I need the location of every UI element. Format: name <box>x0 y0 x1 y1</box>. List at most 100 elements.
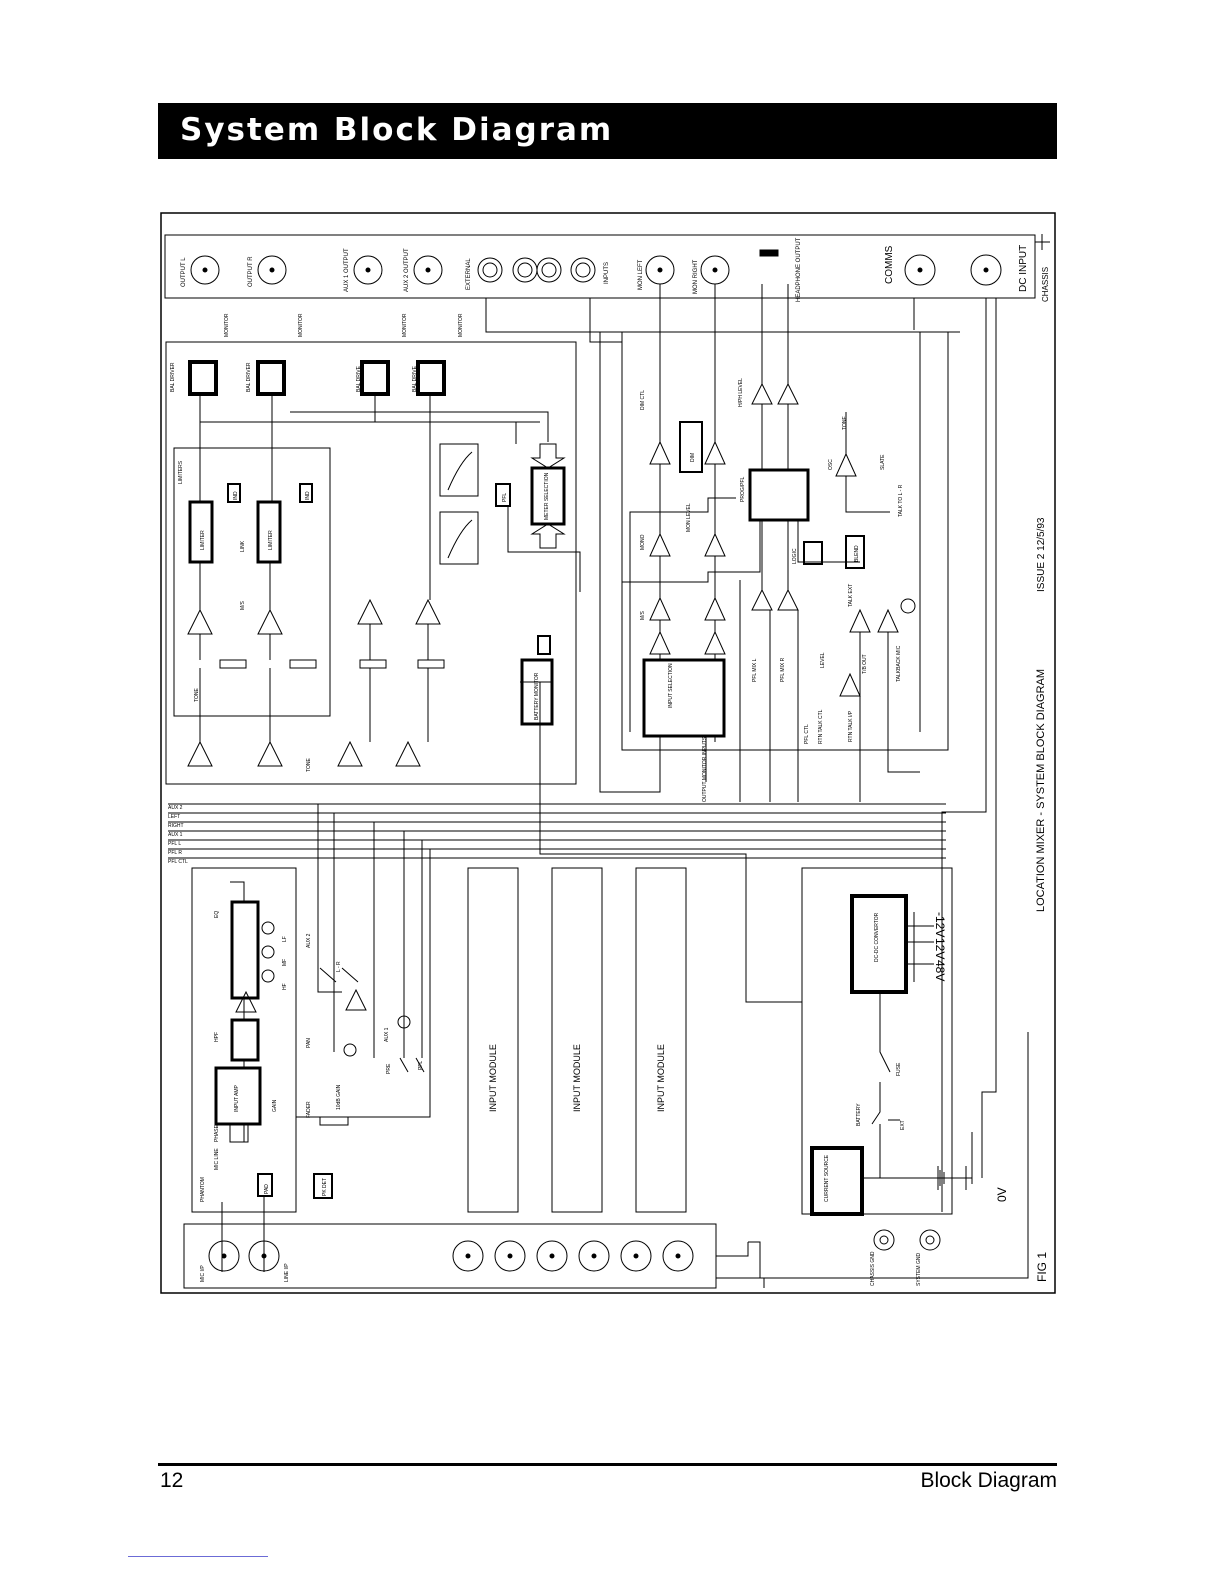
label-logic: LOGIC <box>792 548 798 564</box>
power-section <box>801 867 953 1215</box>
pad-block <box>257 1173 273 1197</box>
label-limiters: LIMITERS <box>178 460 184 484</box>
label-aux2-output: AUX 2 OUTPUT <box>404 248 410 292</box>
label-fuse: FUSE <box>896 1062 902 1076</box>
label-aux1-output: AUX 1 OUTPUT <box>344 248 350 292</box>
input-connectors <box>208 1240 694 1272</box>
fader-pot <box>319 1116 349 1126</box>
footer-rule <box>158 1463 1057 1466</box>
label-dc-dc: DC-DC CONVERTOR <box>874 912 880 962</box>
bus-label-6: PFL R <box>168 850 182 856</box>
label-monitor-1: MONITOR <box>224 313 230 337</box>
system-block-diagram: OUTPUT L OUTPUT R AUX 1 OUTPUT AUX 2 OUT… <box>160 212 1056 1294</box>
label-blend: BLEND <box>854 545 860 562</box>
bus-lines <box>168 803 946 859</box>
label-input-amp: INPUT AMP <box>234 1084 240 1112</box>
label-talk-to: TALK TO L - R <box>898 484 904 517</box>
label-phantom: PHANTOM <box>200 1177 206 1202</box>
label-output-monitor-inputs: OUTPUT MONITOR INPUTS <box>702 736 708 802</box>
ground-terminals <box>873 1229 941 1251</box>
label-tone-1: TONE <box>194 688 200 702</box>
input-module-label-2: INPUT MODULE <box>572 1044 582 1112</box>
label-mon-right: MON RIGHT <box>693 259 699 294</box>
label-tone-2: TONE <box>306 758 312 772</box>
label-hpf: HPF <box>214 1032 220 1042</box>
label-pfl-block: PFL <box>502 493 508 502</box>
input-modules <box>467 867 687 1213</box>
label-bal-driver-r: BAL DRIVER <box>246 362 252 392</box>
bus-label-7: PFL CTL <box>168 859 188 865</box>
battery-monitor <box>520 658 554 726</box>
limiters-box <box>173 447 331 717</box>
label-monitor-4: MONITOR <box>458 313 464 337</box>
label-slate: SLATE <box>880 454 886 470</box>
label-v-48: 48V <box>933 960 947 981</box>
input-channel <box>191 867 297 1213</box>
diagram-caption: LOCATION MIXER - SYSTEM BLOCK DIAGRAM <box>1035 669 1047 912</box>
label-ms-2: M/S <box>640 610 646 620</box>
label-v-neg12: -12V <box>933 912 947 937</box>
label-dc-input: DC INPUT <box>1018 245 1029 292</box>
dc-dc-converter <box>850 894 908 994</box>
output-connectors <box>190 249 1002 286</box>
bal-drivers <box>188 360 446 396</box>
label-link: LINK <box>240 540 246 552</box>
label-output-r: OUTPUT R <box>248 256 254 287</box>
label-pk-det: PK DET <box>322 1178 328 1196</box>
meter-1 <box>439 443 479 497</box>
label-bal-drive-a2: BAL DRIVE <box>412 365 418 392</box>
talkback-mic-symbol <box>900 598 916 614</box>
label-level: LEVEL <box>820 652 826 668</box>
bus-label-3: RIGHT <box>168 823 184 829</box>
label-mic-ip: MIC I/P <box>200 1265 206 1282</box>
label-pad: PAD <box>264 1184 270 1194</box>
label-limiter-r: LIMITER <box>268 530 274 550</box>
prog-pfl-block <box>748 468 810 522</box>
label-fader: FADER <box>306 1101 312 1118</box>
limiter-l <box>188 500 214 564</box>
pk-det <box>313 1173 333 1199</box>
label-lf: LF <box>282 936 288 942</box>
meter-2 <box>439 511 479 565</box>
bus-label-2: LEFT <box>168 814 180 820</box>
label-input-selection: INPUT SELECTION <box>668 663 674 708</box>
label-dim-ctl: DIM CTL <box>640 390 646 410</box>
label-0v: 0V <box>995 1187 1009 1202</box>
label-meter-selection: METER SELECTION <box>544 472 550 520</box>
label-dim: DIM <box>690 453 696 462</box>
label-ind-1: IND <box>233 491 239 500</box>
figure-label: FIG 1 <box>1035 1252 1049 1282</box>
bus-label-4: AUX 1 <box>168 832 183 838</box>
label-pan: PAN <box>306 1038 312 1048</box>
pfl-block <box>495 483 511 507</box>
label-comms: COMMS <box>884 245 895 284</box>
label-monitor-3: MONITOR <box>402 313 408 337</box>
label-ms-1: M/S <box>240 600 246 610</box>
phase-switch <box>229 1123 249 1143</box>
amplifiers <box>187 382 899 1013</box>
input-module-label-3: INPUT MODULE <box>656 1044 666 1112</box>
label-tb-out: T/B OUT <box>862 654 868 674</box>
hpf-block <box>230 1018 260 1062</box>
label-vca: 10dB GAIN <box>336 1084 342 1110</box>
label-pfl-ctl: PFL CTL <box>804 724 810 744</box>
blend-block <box>845 535 865 569</box>
label-ind-2: IND <box>305 491 311 500</box>
label-rtn-talk-ctl: RTN TALK CTL <box>818 709 824 744</box>
limiter-r <box>256 500 282 564</box>
label-chassis-gnd: CHASSIS GND <box>870 1251 876 1286</box>
label-pre: PRE <box>386 1063 392 1074</box>
label-ch-aux2: AUX 2 <box>306 933 312 948</box>
footer-link-underline <box>128 1556 268 1557</box>
dim-block <box>679 421 703 473</box>
label-ext: EXT <box>900 1120 906 1130</box>
label-battery-monitor: BATTERY MONITOR <box>534 672 540 720</box>
label-external: EXTERNAL <box>466 258 472 290</box>
label-ch-aux1: AUX 1 <box>384 1027 390 1042</box>
label-ch-lr: L - R <box>336 961 342 972</box>
label-rtn-talk-ip: RTN TALK I/P <box>848 710 854 742</box>
label-system-gnd: SYSTEM GND <box>916 1253 922 1286</box>
output-section <box>165 341 577 785</box>
label-mic-line: MIC LINE <box>214 1148 220 1170</box>
label-mono: MONO <box>640 534 646 550</box>
